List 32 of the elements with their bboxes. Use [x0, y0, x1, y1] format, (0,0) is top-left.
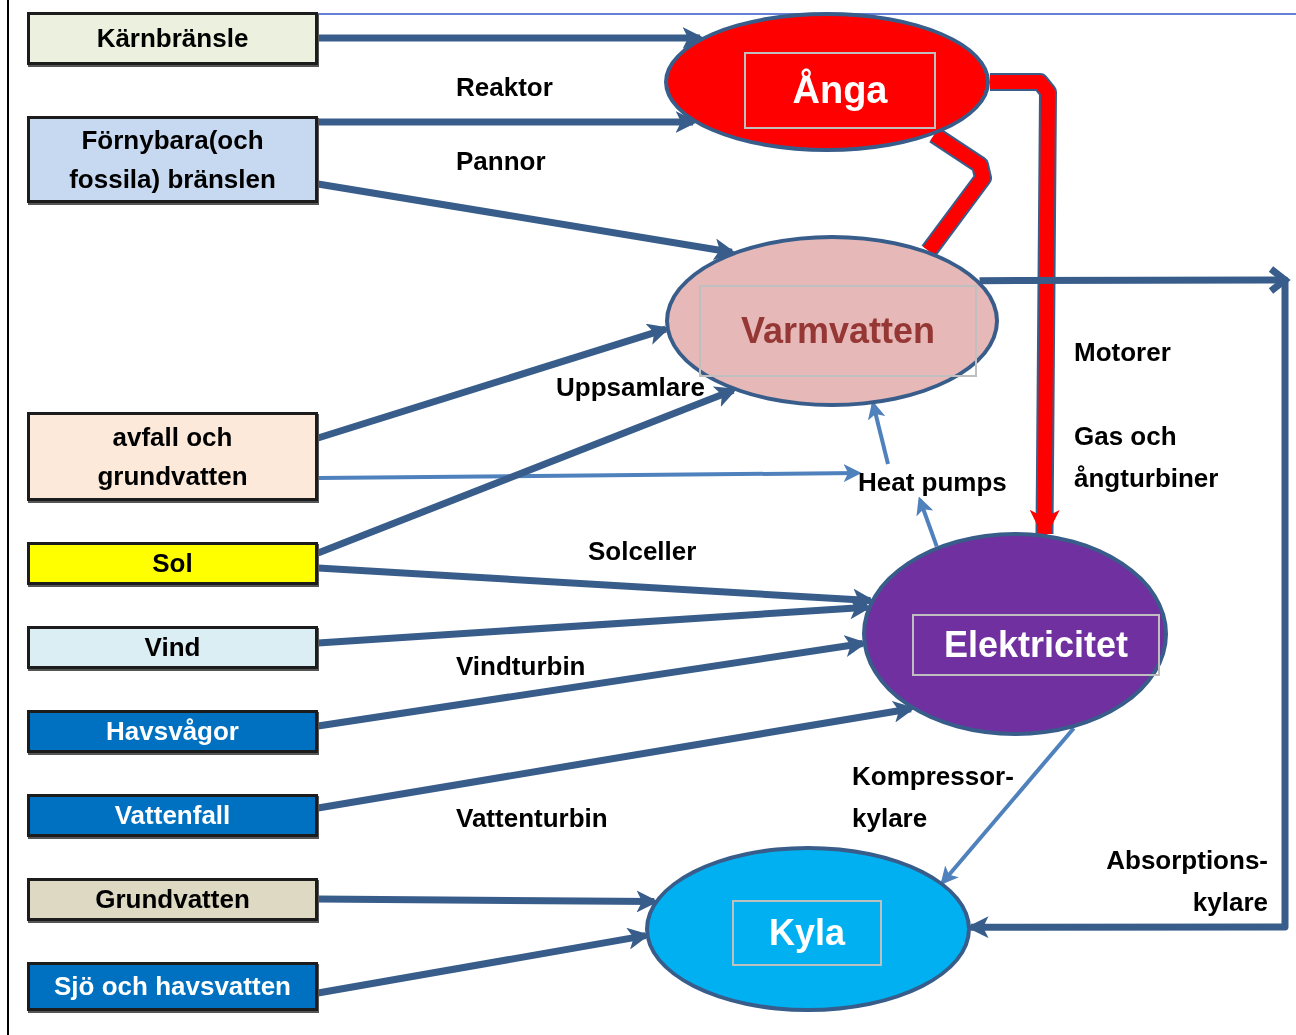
box-label: Vattenfall	[113, 799, 232, 832]
box-label: avfall och grundvatten	[96, 420, 249, 493]
box-label: Sjö och havsvatten	[53, 970, 292, 1003]
ellipse-label: Varmvatten	[699, 285, 977, 377]
box-label: Kärnbränsle	[95, 22, 250, 55]
ellipse-label: Elektricitet	[912, 614, 1160, 676]
box-label: Sol	[151, 547, 194, 580]
edge-label: Absorptions-kylare	[1105, 844, 1268, 919]
source-box	[27, 794, 318, 837]
source-box	[27, 962, 318, 1011]
edge-label: Reaktor	[456, 71, 554, 104]
source-box	[27, 626, 318, 669]
process-label: Heat pumps	[858, 464, 1007, 500]
source-box	[27, 412, 318, 501]
edge-label: Vattenturbin	[456, 802, 609, 835]
converter-label: Motorer	[1074, 336, 1172, 369]
ellipse-label: Kyla	[732, 900, 882, 966]
edge-label: Pannor	[456, 145, 547, 178]
edge-label: Vindturbin	[456, 650, 587, 683]
source-box	[27, 542, 318, 585]
box-label: Grundvatten	[94, 883, 251, 916]
source-box	[27, 710, 318, 753]
edge-label: Kompressor-kylare	[852, 760, 1015, 835]
edge-label: Gas och ångturbiner	[1074, 420, 1220, 495]
ellipse-label: Ånga	[744, 52, 936, 129]
edge-label: Solceller	[588, 535, 698, 568]
source-box	[27, 878, 318, 921]
box-label: Förnybara(och fossila) bränslen	[68, 123, 277, 196]
box-label: Havsvågor	[105, 715, 240, 748]
box-label: Vind	[143, 631, 202, 664]
source-box	[27, 12, 318, 65]
source-box	[27, 116, 318, 203]
